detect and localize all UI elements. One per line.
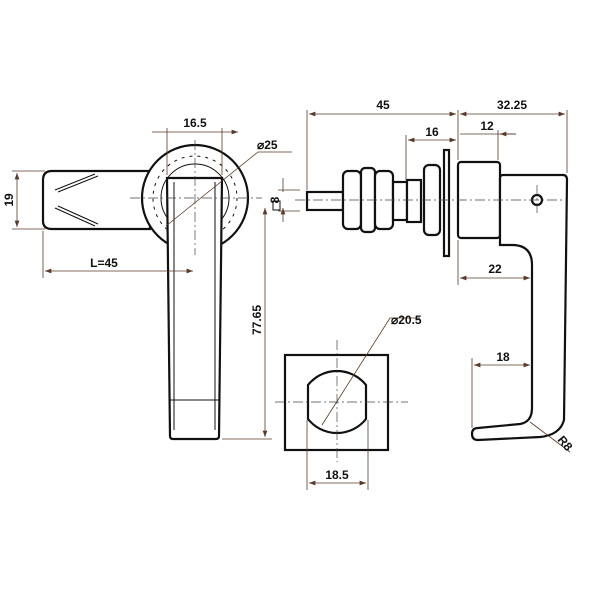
front-dimensions: 16.5 19 L=45 ⌀25 8 77.65 — [2, 116, 300, 440]
front-view — [41, 140, 262, 441]
dim-12: 12 — [480, 119, 494, 133]
dim-22: 22 — [488, 262, 502, 276]
dim-32-25: 32.25 — [497, 98, 527, 112]
panel-cutout-view: ⌀20.5 18.5 — [275, 313, 422, 490]
dim-dia-25: ⌀25 — [257, 138, 278, 152]
dim-45: 45 — [376, 98, 390, 112]
dim-19: 19 — [2, 193, 16, 207]
dim-16: 16 — [425, 125, 439, 139]
dim-l-45: L=45 — [90, 256, 118, 270]
dim-18-5: 18.5 — [325, 468, 349, 482]
dim-dia-20-5: ⌀20.5 — [391, 313, 422, 327]
dim-r8: R8 — [555, 433, 576, 454]
dim-18: 18 — [496, 350, 510, 364]
side-handle — [470, 173, 569, 442]
dim-8: 8 — [268, 196, 282, 203]
lever-horizontal — [41, 169, 152, 231]
side-view — [295, 148, 569, 442]
dim-77-65: 77.65 — [250, 305, 264, 335]
lever-vertical — [165, 176, 224, 441]
dim-16-5: 16.5 — [183, 116, 207, 130]
